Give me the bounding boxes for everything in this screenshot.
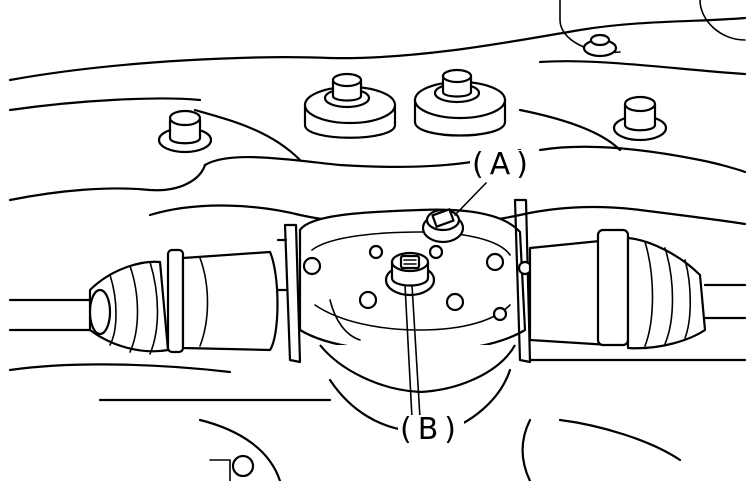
callout-a-label: (A) bbox=[470, 147, 536, 182]
bushing-left bbox=[303, 72, 397, 139]
filler-plug-a bbox=[421, 208, 465, 244]
bracket-left bbox=[276, 223, 302, 364]
axle-boot-left bbox=[8, 248, 279, 355]
axle-boot-right bbox=[528, 228, 747, 350]
mount-bolt-right bbox=[612, 95, 668, 142]
differential-housing bbox=[298, 208, 527, 434]
leader-line-b bbox=[404, 284, 421, 419]
drain-plug-b bbox=[384, 251, 436, 297]
square-drive-plug-icon bbox=[431, 208, 455, 228]
callout-b-label: (B) bbox=[398, 412, 464, 447]
square-drive-plug-icon bbox=[399, 254, 421, 270]
lower-frame bbox=[8, 358, 747, 481]
bushing-right bbox=[413, 68, 507, 137]
mount-bolt-top-right bbox=[582, 33, 618, 58]
mount-bolt-left bbox=[157, 109, 213, 154]
leader-line-a bbox=[454, 182, 487, 216]
bracket-right bbox=[513, 198, 533, 364]
